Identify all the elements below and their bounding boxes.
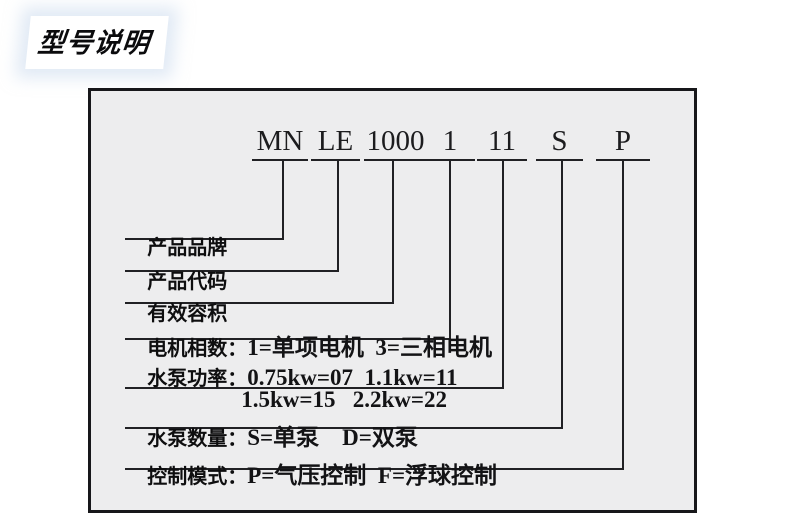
- explanation-control-mode: 控制模式：P=气压控制 F=浮球控制: [125, 440, 497, 513]
- connector-vline-product-code: [337, 161, 339, 270]
- connector-vline-volume: [392, 161, 394, 302]
- model-code-segment-brand: MN: [252, 124, 308, 161]
- explanation-volume-label: 有效容积: [147, 303, 228, 325]
- explanation-phase-value: 1=单项电机 3=三相电机: [247, 335, 492, 360]
- explanation-power-value-line2: 1.5kw=15 2.2kw=22: [241, 387, 447, 412]
- page-title: 型号说明: [36, 28, 152, 58]
- explanation-power-line2: 1.5kw=15 2.2kw=22: [219, 364, 447, 437]
- connector-vline-brand: [282, 161, 284, 238]
- connector-vline-phase: [449, 161, 451, 338]
- underline-volume: [125, 302, 394, 304]
- explanation-pump-count-label: 水泵数量：: [147, 428, 248, 450]
- explanation-brand: 产品品牌: [125, 212, 227, 284]
- connector-vline-control-mode: [622, 161, 624, 468]
- explanation-phase: 电机相数：1=单项电机 3=三相电机: [125, 312, 492, 385]
- connector-vline-pump-count: [561, 161, 563, 427]
- model-code-segment-power: 11: [477, 124, 527, 161]
- underline-product-code: [125, 270, 339, 272]
- underline-brand: [125, 238, 284, 240]
- underline-phase: [125, 338, 451, 340]
- explanation-power-value-line1: 0.75kw=07 1.1kw=11: [247, 365, 458, 390]
- explanation-brand-label: 产品品牌: [147, 237, 228, 259]
- explanation-control-mode-value: P=气压控制 F=浮球控制: [247, 463, 498, 488]
- model-code-segment-control-mode: P: [596, 124, 650, 161]
- explanation-power: 水泵功率：0.75kw=07 1.1kw=11: [125, 342, 457, 415]
- underline-control-mode: [125, 468, 624, 470]
- underline-power: [125, 387, 504, 389]
- explanation-power-label: 水泵功率：: [147, 368, 248, 390]
- connector-vline-power: [502, 161, 504, 387]
- underline-pump-count: [125, 427, 563, 429]
- explanation-phase-label: 电机相数：: [147, 338, 248, 360]
- model-code-segment-volume: 1000: [364, 124, 427, 161]
- page-title-badge: 型号说明: [25, 16, 169, 69]
- explanation-pump-count: 水泵数量：S=单泵 D=双泵: [125, 402, 418, 475]
- model-code-segment-product-code: LE: [311, 124, 360, 161]
- model-code-segment-pump-count: S: [536, 124, 583, 161]
- explanation-volume: 有效容积: [125, 278, 227, 350]
- explanation-pump-count-value: S=单泵 D=双泵: [247, 425, 418, 450]
- explanation-control-mode-label: 控制模式：: [147, 466, 248, 488]
- explanation-product-code: 产品代码: [125, 246, 227, 318]
- explanation-product-code-label: 产品代码: [147, 271, 228, 293]
- model-code-segment-phase: 1: [425, 124, 475, 161]
